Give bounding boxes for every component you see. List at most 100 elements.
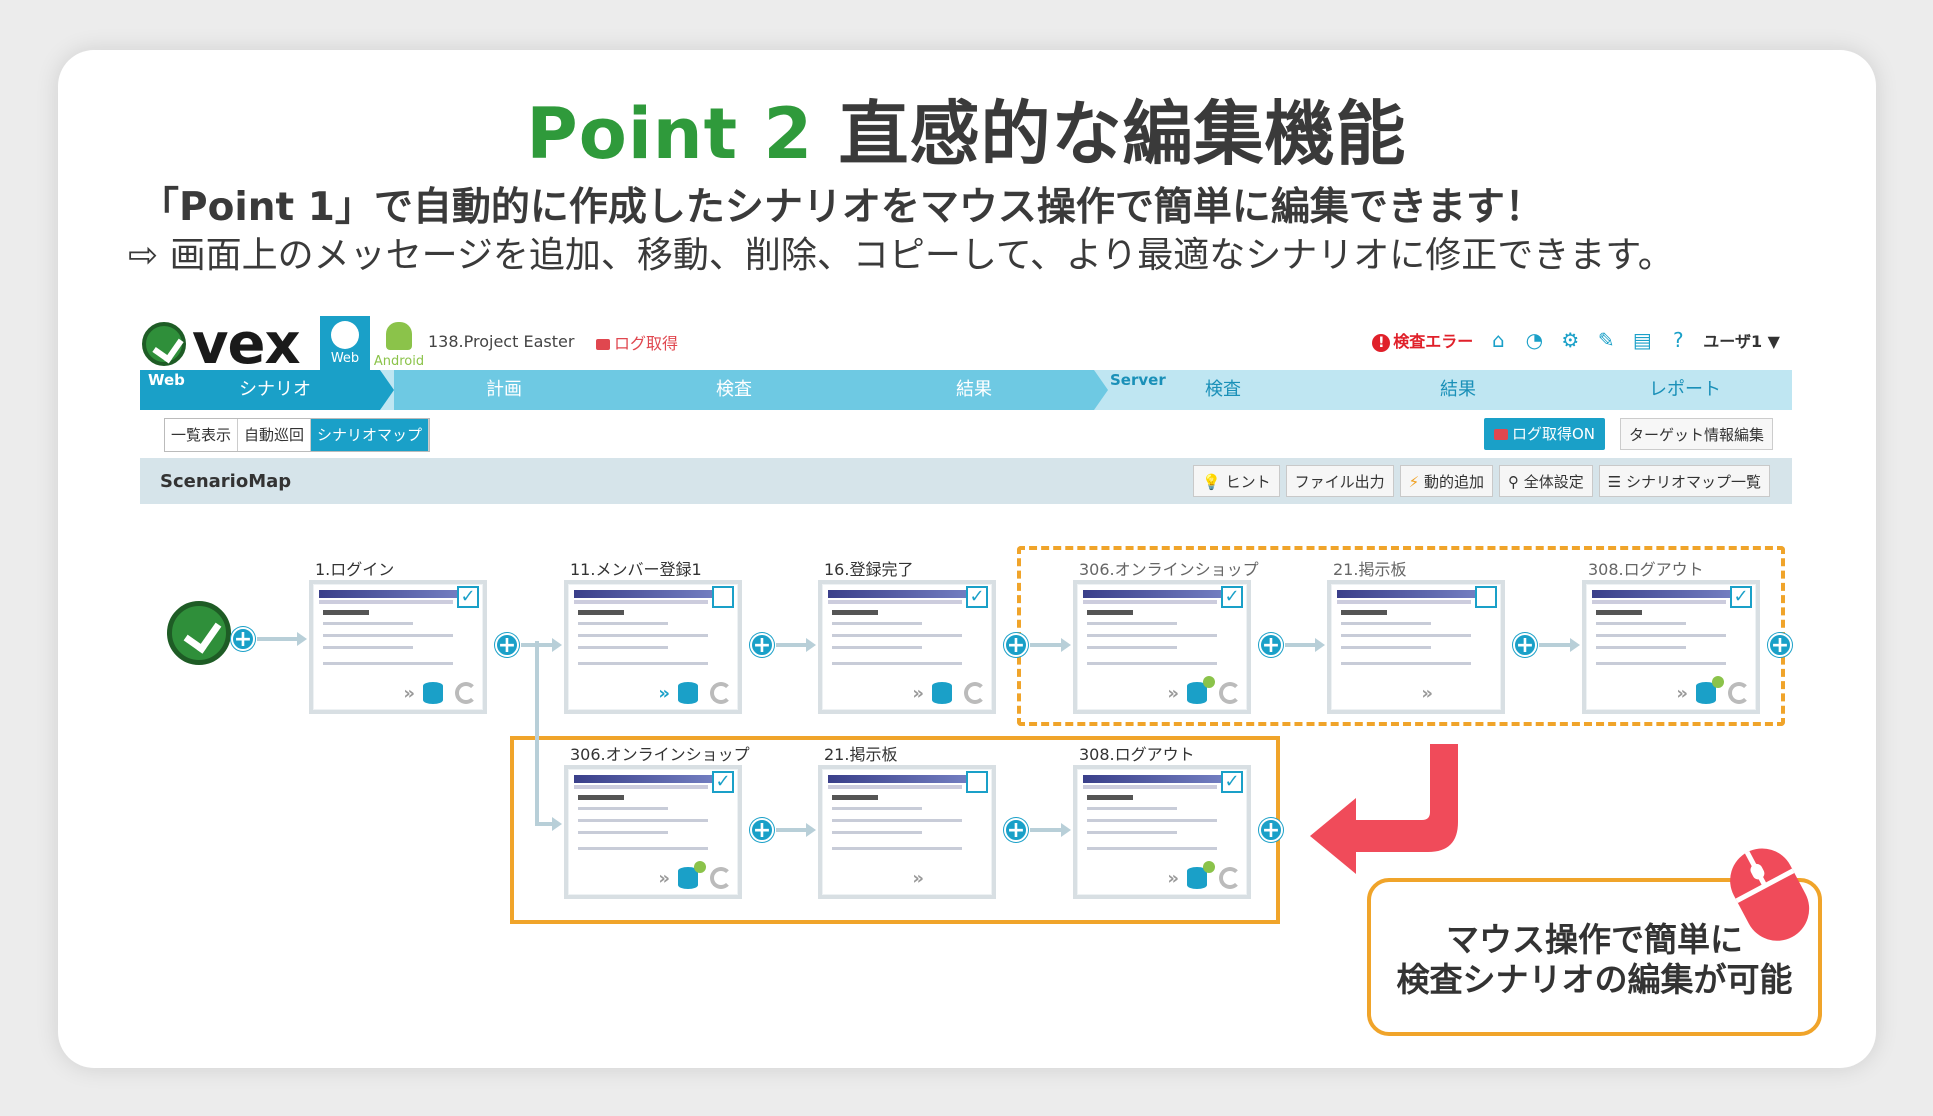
nav-plan[interactable]: 計画 bbox=[394, 370, 614, 410]
log-on-label: ログ取得ON bbox=[1512, 425, 1596, 443]
platform-web-button[interactable]: Web bbox=[320, 316, 370, 370]
screenshot-nav-bar bbox=[319, 600, 453, 604]
platform-android-button[interactable]: Android bbox=[372, 316, 426, 370]
screenshot-nav-bar bbox=[828, 785, 962, 789]
flow-arrowhead bbox=[1315, 638, 1325, 652]
scenario-start-icon[interactable] bbox=[167, 601, 231, 665]
log-recording-indicator[interactable]: ログ取得 bbox=[596, 330, 678, 354]
nav-inspect[interactable]: 検査 bbox=[614, 370, 854, 410]
file-export-button[interactable]: ファイル出力 bbox=[1285, 465, 1394, 497]
nav-server-result[interactable]: 結果 bbox=[1338, 370, 1578, 410]
nav-report-label: レポート bbox=[1649, 379, 1721, 400]
dynamic-add-button[interactable]: ⚡ 動的追加 bbox=[1399, 465, 1493, 497]
add-step-icon[interactable]: + bbox=[1004, 818, 1028, 842]
screenshot-text-line bbox=[1087, 847, 1217, 850]
database-icon[interactable] bbox=[1187, 861, 1215, 889]
help-icon[interactable]: ? bbox=[1672, 328, 1684, 352]
flow-arrowhead bbox=[806, 823, 816, 837]
node-label: 306.オンラインショップ bbox=[1079, 560, 1259, 579]
hint-button[interactable]: 💡 ヒント bbox=[1193, 465, 1280, 497]
add-step-icon[interactable]: + bbox=[495, 633, 519, 657]
screenshot-nav-bar bbox=[1083, 600, 1217, 604]
scenario-node-screenshot[interactable]: ✓» bbox=[1073, 580, 1251, 714]
checked-icon[interactable]: ✓ bbox=[1221, 771, 1243, 793]
global-settings-button[interactable]: ⚲ 全体設定 bbox=[1498, 465, 1593, 497]
add-step-icon[interactable]: + bbox=[750, 633, 774, 657]
inspection-error-link[interactable]: !検査エラー bbox=[1372, 328, 1473, 352]
screenshot-title bbox=[832, 610, 878, 615]
gear-icon[interactable]: ⚙ bbox=[1561, 328, 1580, 352]
wrench-icon[interactable]: ✎ bbox=[1597, 328, 1615, 352]
book-icon[interactable]: ▤ bbox=[1632, 328, 1652, 352]
scenario-map-list-button[interactable]: ☰ シナリオマップ一覧 bbox=[1598, 465, 1770, 497]
project-name[interactable]: 138.Project Easter bbox=[428, 332, 575, 351]
add-step-icon[interactable]: + bbox=[750, 818, 774, 842]
screenshot-text-line bbox=[832, 847, 962, 850]
alert-icon: ! bbox=[1372, 334, 1391, 352]
callout-line1: マウス操作で簡単に bbox=[1446, 920, 1743, 959]
screenshot-title bbox=[1596, 610, 1642, 615]
checked-icon[interactable]: ✓ bbox=[712, 771, 734, 793]
screenshot-nav-bar bbox=[1592, 600, 1726, 604]
checkbox-icon[interactable] bbox=[1475, 586, 1497, 608]
database-icon[interactable] bbox=[423, 682, 443, 704]
add-step-icon[interactable]: + bbox=[231, 627, 255, 651]
app-header: vex Web Android 138.Project Easter ログ取得 … bbox=[140, 312, 1792, 377]
database-icon[interactable] bbox=[678, 861, 706, 889]
scenario-node-screenshot[interactable]: » bbox=[818, 765, 996, 899]
tab-scenario-map[interactable]: シナリオマップ bbox=[311, 419, 430, 451]
scenario-node-screenshot[interactable]: ✓» bbox=[564, 765, 742, 899]
target-edit-button[interactable]: ターゲット情報編集 bbox=[1620, 418, 1774, 450]
add-step-icon[interactable]: + bbox=[1259, 633, 1283, 657]
database-icon[interactable] bbox=[1187, 676, 1215, 704]
add-step-icon[interactable]: + bbox=[1513, 633, 1537, 657]
scenario-node-screenshot[interactable]: ✓» bbox=[818, 580, 996, 714]
scenario-node-screenshot[interactable]: ✓» bbox=[309, 580, 487, 714]
sync-icon[interactable] bbox=[710, 682, 732, 704]
database-icon[interactable] bbox=[1696, 676, 1724, 704]
flow-connector bbox=[257, 637, 297, 641]
flow-arrowhead bbox=[552, 817, 562, 831]
user-menu[interactable]: ユーザ1 ▼ bbox=[1703, 332, 1780, 351]
checked-icon[interactable]: ✓ bbox=[966, 586, 988, 608]
tab-list-view[interactable]: 一覧表示 bbox=[165, 419, 239, 451]
add-step-icon[interactable]: + bbox=[1004, 633, 1028, 657]
screenshot-text-line bbox=[1596, 622, 1686, 625]
screenshot-title bbox=[1341, 610, 1387, 615]
screenshot-text-line bbox=[832, 634, 962, 637]
checkbox-icon[interactable] bbox=[712, 586, 734, 608]
database-icon[interactable] bbox=[678, 682, 698, 704]
platform-android-label: Android bbox=[373, 354, 425, 369]
scenario-node-screenshot[interactable]: ✓» bbox=[1073, 765, 1251, 899]
checked-icon[interactable]: ✓ bbox=[457, 586, 479, 608]
log-on-button[interactable]: ログ取得ON bbox=[1484, 418, 1606, 450]
app-logo[interactable]: vex bbox=[192, 312, 301, 377]
nav-inspect-label: 検査 bbox=[716, 379, 752, 400]
sync-icon[interactable] bbox=[710, 867, 732, 889]
sync-icon[interactable] bbox=[1728, 682, 1750, 704]
add-step-icon[interactable]: + bbox=[1259, 818, 1283, 842]
screenshot-header-bar bbox=[828, 590, 986, 598]
add-step-icon[interactable]: + bbox=[1768, 633, 1792, 657]
scenario-node-screenshot[interactable]: » bbox=[564, 580, 742, 714]
sync-icon[interactable] bbox=[964, 682, 986, 704]
scenario-node-screenshot[interactable]: ✓» bbox=[1582, 580, 1760, 714]
screenshot-text-line bbox=[578, 847, 708, 850]
database-icon[interactable] bbox=[932, 682, 952, 704]
dashboard-icon[interactable]: ◔ bbox=[1525, 328, 1544, 352]
nav-report[interactable]: レポート bbox=[1578, 370, 1792, 410]
nav-result[interactable]: 結果 bbox=[854, 370, 1094, 410]
sync-icon[interactable] bbox=[455, 682, 477, 704]
checkbox-icon[interactable] bbox=[966, 771, 988, 793]
tab-auto-crawl[interactable]: 自動巡回 bbox=[238, 419, 312, 451]
screenshot-text-line bbox=[832, 819, 962, 822]
nav-server-inspect[interactable]: Server 検査 bbox=[1108, 370, 1338, 410]
nav-scenario[interactable]: Web シナリオ bbox=[140, 370, 380, 410]
node-label: 16.登録完了 bbox=[824, 560, 914, 579]
sync-icon[interactable] bbox=[1219, 682, 1241, 704]
scenario-node-screenshot[interactable]: » bbox=[1327, 580, 1505, 714]
sync-icon[interactable] bbox=[1219, 867, 1241, 889]
checked-icon[interactable]: ✓ bbox=[1221, 586, 1243, 608]
home-icon[interactable]: ⌂ bbox=[1491, 328, 1505, 352]
checked-icon[interactable]: ✓ bbox=[1730, 586, 1752, 608]
